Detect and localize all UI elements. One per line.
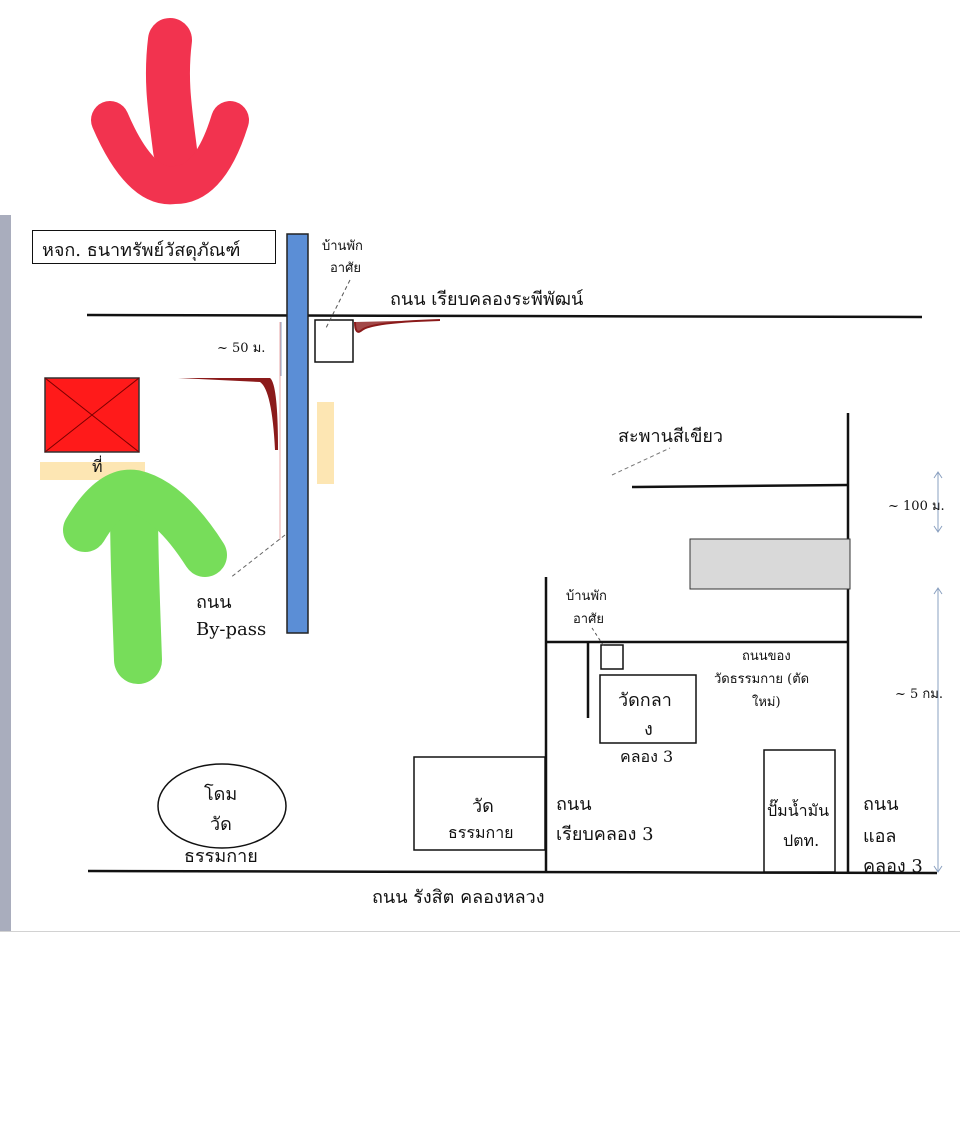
road-el-label-3: คลอง 3: [863, 856, 923, 877]
dist-5km-label: ~ 5 กม.: [895, 687, 943, 702]
bypass-pointer: [229, 534, 286, 579]
dim-5km-arrow: [933, 587, 943, 873]
down-arrow-icon: [91, 18, 249, 205]
road-khlong3-label-1: ถนน: [556, 794, 592, 815]
road-khlong3-label-2: เรียบคลอง 3: [556, 824, 654, 845]
corner-curve-left: [178, 378, 278, 450]
temple-road-label-3: ใหม่): [752, 694, 781, 710]
frame-left-edge: [0, 215, 11, 931]
house-top-label-2: อาศัย: [330, 261, 361, 276]
wat-dhammakaya-label-2: ธรรมกาย: [448, 823, 514, 842]
road-bottom-label: ถนน รังสิต คลองหลวง: [372, 887, 545, 908]
road-top-label: ถนน เรียบคลองระพีพัฒน์: [390, 289, 584, 310]
wat-dhammakaya-box: [413, 756, 546, 851]
bypass-label-1: ถนน: [196, 592, 232, 613]
house-top-label-1: บ้านพัก: [322, 239, 363, 254]
company-label: หจก. ธนาทรัพย์วัสดุภัณฑ์: [42, 240, 240, 261]
dome-label-2: วัด: [210, 814, 232, 835]
dome-ellipse: [157, 763, 287, 849]
khlong3-under-label: คลอง 3: [620, 747, 673, 766]
dist-100-label: ~ 100 ม.: [888, 499, 945, 514]
bridge-line: [631, 483, 849, 489]
frame-bottom-edge: [0, 931, 960, 932]
house-top-pointer: [324, 279, 351, 331]
house-mid: [600, 644, 624, 670]
wat-klang-box: [599, 674, 697, 744]
dome-label-1: โดม: [204, 783, 237, 805]
bypass-road: [286, 233, 309, 634]
partial-label: ที่: [92, 455, 103, 476]
house-mid-pointer: [591, 627, 606, 649]
ptt-box: [763, 749, 836, 873]
wat-klang-label-1: วัดกลา: [618, 690, 672, 711]
temple-road-label-1: ถนนของ: [742, 649, 791, 664]
company-label-box: [32, 230, 276, 264]
temple-road-label-2: วัดธรรมกาย (ตัด: [714, 672, 809, 687]
corner-curve-top: [354, 319, 441, 333]
ptt-label-2: ปตท.: [783, 831, 819, 850]
dome-label-3: ธรรมกาย: [184, 846, 258, 867]
up-arrow-icon: [63, 469, 227, 684]
house-top: [314, 319, 354, 363]
dist-50-label: ~ 50 ม.: [217, 341, 265, 356]
wat-dhammakaya-label-1: วัด: [472, 796, 494, 817]
road-top-line: [86, 313, 923, 319]
bypass-label-2: By-pass: [196, 619, 266, 640]
house-mid-label-2: อาศัย: [573, 612, 604, 627]
bridge-pointer: [611, 447, 671, 476]
wat-klang-label-2: ง: [644, 719, 653, 740]
road-el-label-1: ถนน: [863, 794, 899, 815]
house-mid-label-1: บ้านพัก: [566, 589, 607, 604]
road-el-label-2: แอล: [863, 826, 896, 847]
dim-100-arrow: [933, 471, 943, 533]
cream-strip: [317, 402, 334, 484]
gray-block: [689, 538, 851, 590]
ptt-label-1: ปั๊มน้ำมัน: [767, 799, 829, 820]
red-building: [44, 377, 140, 453]
bridge-label: สะพานสีเขียว: [618, 426, 723, 447]
